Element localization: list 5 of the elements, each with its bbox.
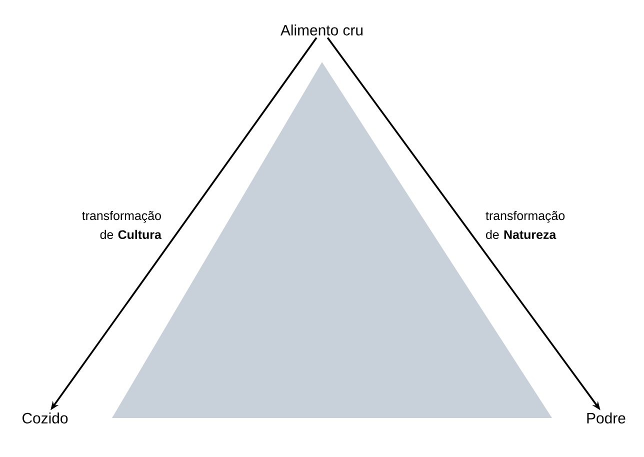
node-label: Alimento cru: [280, 24, 362, 36]
edge-label: transformação de Natureza: [486, 210, 565, 240]
node-label: Podre: [587, 412, 626, 424]
edge-label: transformação de Cultura: [82, 210, 162, 240]
node-label: Cozido: [22, 412, 68, 424]
